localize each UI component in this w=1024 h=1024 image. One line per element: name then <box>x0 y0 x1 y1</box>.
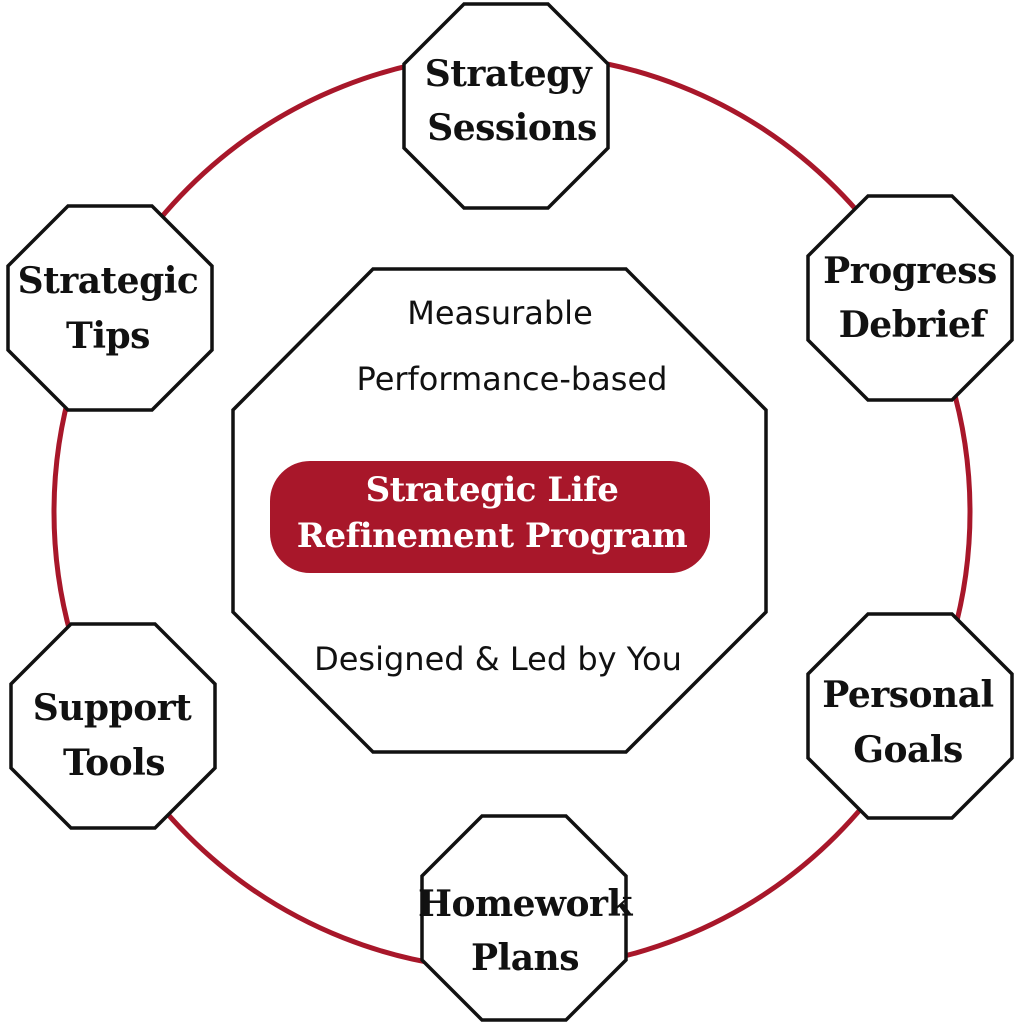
node-progress-debrief: Progress Debrief <box>806 194 1014 402</box>
node-label-line2: Sessions <box>427 107 597 149</box>
center-designed-text: Designed & Led by You <box>314 640 682 678</box>
node-label-line1: Support <box>33 687 192 729</box>
node-octagon <box>6 204 214 412</box>
center-performance-text: Performance-based <box>357 360 668 398</box>
node-octagon <box>806 194 1014 402</box>
node-octagon <box>806 612 1014 820</box>
node-label-line2: Debrief <box>839 304 989 346</box>
node-label-line2: Plans <box>471 937 579 979</box>
node-octagon <box>9 622 217 830</box>
center-measurable-text: Measurable <box>407 294 593 332</box>
node-label-line2: Tips <box>66 315 150 357</box>
node-strategic-tips: Strategic Tips <box>6 204 214 412</box>
node-label-line1: Homework <box>418 883 633 925</box>
program-title-line1: Strategic Life <box>366 470 619 510</box>
program-title-line2: Refinement Program <box>297 516 688 556</box>
node-homework-plans: Homework Plans <box>418 814 634 1022</box>
node-personal-goals: Personal Goals <box>806 612 1014 820</box>
center-hub: Measurable Performance-based Strategic L… <box>231 267 768 754</box>
node-strategy-sessions: Strategy Sessions <box>402 2 610 210</box>
node-label-line1: Progress <box>823 250 997 292</box>
node-label-line2: Goals <box>853 729 963 771</box>
node-label-line1: Personal <box>822 674 993 716</box>
program-title-badge <box>270 461 710 573</box>
node-octagon <box>420 814 628 1022</box>
node-label-line2: Tools <box>63 742 165 784</box>
node-support-tools: Support Tools <box>9 622 217 830</box>
node-octagon <box>402 2 610 210</box>
node-label-line1: Strategy <box>425 53 593 95</box>
node-label-line1: Strategic <box>18 260 199 302</box>
